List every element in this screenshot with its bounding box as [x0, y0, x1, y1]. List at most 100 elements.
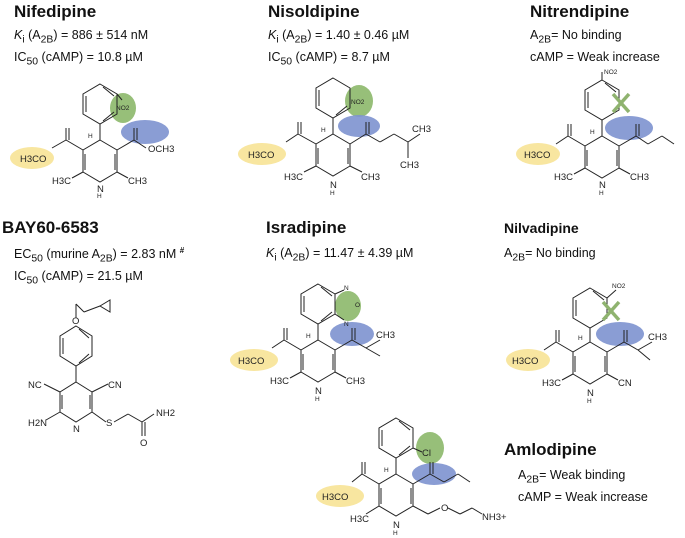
no-binding-cross [601, 300, 621, 322]
highlight-phenyl-pocket [416, 432, 444, 464]
highlight-ester-right [121, 120, 169, 144]
atom-methyl-left: H3C [52, 176, 71, 187]
atom-s: S [106, 418, 112, 429]
structure-bay60-6583: O NC CN H2N N S NH2 O [28, 299, 175, 449]
highlight-phenyl-pocket [345, 85, 373, 117]
binding-affinity: Ki (A2B) = 1.40 ± 0.46 µM [268, 28, 410, 46]
highlight-ester-right [412, 463, 456, 485]
panel-isradipine: Isradipine Ki (A2B) = 11.47 ± 4.39 µM [266, 218, 413, 264]
atom-nh: N [393, 520, 400, 531]
panel-nifedipine: Nifedipine Ki (A2B) = 886 ± 514 nM IC50 … [14, 2, 148, 67]
structure-nitrendipine: NO2 H H3CO H3C CH3 N H [516, 69, 675, 197]
structure-nisoldipine: NO2 H H3CO H3C CH3 CH3 CH3 N H [238, 77, 431, 197]
atom-nh: N [97, 184, 104, 195]
atom-iso: CH3 [376, 330, 395, 341]
atom-cn: CN [618, 378, 632, 389]
atom-methyl-right: CH3 [346, 376, 365, 387]
atom-nh-h: H [393, 530, 398, 537]
structure-amlodipine: Cl H H3CO H3C O NH3+ N H [316, 417, 507, 537]
atom-nh-h: H [315, 396, 320, 403]
atom-ester-left: H3CO [238, 356, 264, 367]
compound-name: Amlodipine [504, 440, 597, 459]
atom-h: H [306, 333, 311, 340]
atom-ester-right: OCH3 [148, 144, 174, 155]
atom-ester-left: H3CO [20, 154, 46, 165]
atom-iso-2: CH3 [400, 160, 419, 171]
atom-h: H [88, 133, 93, 140]
atom-amine: H2N [28, 418, 47, 429]
atom-ring-n: N [73, 424, 80, 435]
atom-methyl-right: CH3 [361, 172, 380, 183]
compound-name: Nifedipine [14, 2, 97, 21]
atom-methyl-left: H3C [554, 172, 573, 183]
atom-methyl-left: H3C [542, 378, 561, 389]
atom-substituent: NO2 [604, 69, 618, 76]
compound-name: BAY60-6583 [2, 218, 99, 237]
structure-isradipine: N O N H H3CO CH3 H3C CH3 N H [230, 283, 395, 403]
panel-nisoldipine: Nisoldipine Ki (A2B) = 1.40 ± 0.46 µM IC… [268, 2, 409, 67]
highlight-ester-right [338, 115, 380, 137]
atom-nh: N [315, 386, 322, 397]
atom-nh-h: H [330, 190, 335, 197]
atom-h: H [578, 335, 583, 342]
atom-substituent: NO2 [612, 283, 626, 290]
binding-affinity: A2B= No binding [504, 246, 596, 264]
highlight-ester-right [596, 322, 644, 346]
atom-nh-h: H [97, 193, 102, 200]
atom-nh: N [330, 180, 337, 191]
atom-cn-right: CN [108, 380, 122, 391]
atom-ring-n1: N [344, 285, 349, 292]
structure-nifedipine: NO2 H H3CO OCH3 H3C CH3 N H [10, 83, 174, 200]
compound-name: Nitrendipine [530, 2, 630, 21]
atom-methyl-right: CH3 [128, 176, 147, 187]
binding-affinity: Ki (A2B) = 11.47 ± 4.39 µM [266, 246, 414, 264]
atom-cn-left: NC [28, 380, 42, 391]
atom-ester-left: H3CO [248, 150, 274, 161]
highlight-ester-left [316, 485, 364, 507]
panel-bay60-6583: BAY60-6583 EC50 (murine A2B) = 2.83 nM #… [2, 218, 184, 286]
atom-substituent: NO2 [351, 99, 365, 106]
atom-iso-1: CH3 [412, 124, 431, 135]
camp-potency: IC50 (cAMP) = 8.7 µM [268, 49, 390, 68]
atom-h: H [590, 129, 595, 136]
atom-nh-h: H [587, 398, 592, 405]
atom-methyl-right: CH3 [630, 172, 649, 183]
highlight-ester-left [516, 143, 560, 165]
atom-amide: NH2 [156, 408, 175, 419]
compound-name: Isradipine [266, 218, 347, 237]
atom-methyl-left: H3C [270, 376, 289, 387]
atom-methyl-left: H3C [284, 172, 303, 183]
highlight-ester-left [506, 349, 550, 371]
highlight-phenyl-pocket [335, 291, 361, 321]
atom-o2: O [140, 438, 147, 449]
panel-nilvadipine: Nilvadipine A2B= No binding [504, 220, 596, 264]
atom-substituent: Cl [422, 448, 431, 459]
atom-ester-left: H3CO [524, 150, 550, 161]
atom-ether-o: O [441, 503, 448, 514]
camp-effect: cAMP = Weak increase [530, 49, 660, 64]
atom-nh: N [587, 388, 594, 399]
atom-ring-n2: N [344, 321, 349, 328]
compound-name: Nilvadipine [504, 220, 579, 236]
atom-methyl-left: H3C [350, 514, 369, 525]
atom-nh: N [599, 180, 606, 191]
atom-amine: NH3+ [482, 512, 507, 523]
panel-nitrendipine: Nitrendipine A2B= No binding cAMP = Weak… [530, 2, 660, 64]
atom-substituent: NO2 [116, 105, 130, 112]
camp-potency: IC50 (cAMP) = 21.5 µM [14, 268, 143, 287]
structure-nilvadipine: NO2 H H3CO CH3 H3C CN N H [506, 283, 667, 405]
atom-h: H [321, 127, 326, 134]
atom-o1: O [72, 316, 79, 327]
compound-name: Nisoldipine [268, 2, 360, 21]
camp-potency: IC50 (cAMP) = 10.8 µM [14, 49, 143, 68]
highlight-ester-left [238, 143, 286, 165]
panel-amlodipine: Amlodipine A2B= Weak binding cAMP = Weak… [504, 440, 648, 504]
atom-nh-h: H [599, 190, 604, 197]
atom-ring-o: O [355, 302, 360, 309]
atom-ester-left: H3CO [512, 356, 538, 367]
camp-effect: cAMP = Weak increase [518, 489, 648, 504]
atom-h: H [384, 467, 389, 474]
atom-iso: CH3 [648, 332, 667, 343]
no-binding-cross [611, 92, 631, 114]
highlight-ester-right [605, 116, 653, 140]
